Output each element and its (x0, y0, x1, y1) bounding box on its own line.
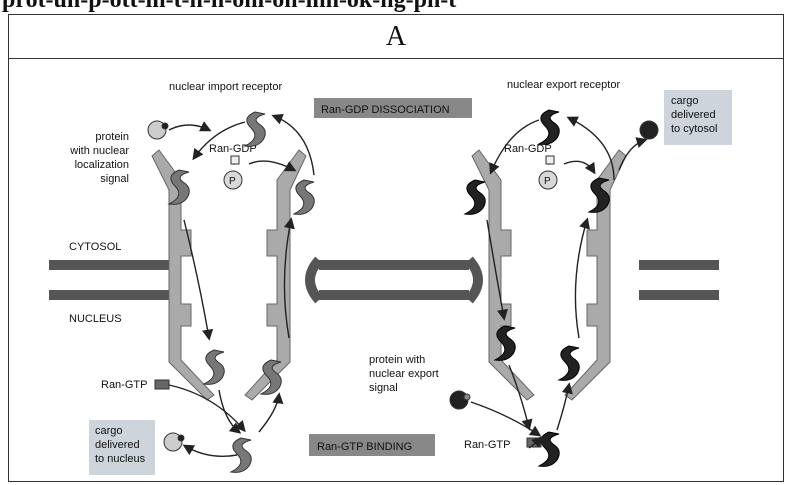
cargo-to-nucleus-line-2: delivered (95, 439, 140, 451)
export-receptor-lower (539, 432, 559, 466)
export-receptor-right-bottom (559, 346, 579, 380)
protein-nls-line-2: with nuclear (69, 145, 129, 157)
cargo-to-cytosol-box: cargo delivered to cytosol (664, 90, 732, 145)
phosphate-symbol-left: P (229, 176, 236, 187)
ran-gtp-left-icon (155, 380, 169, 389)
cytosol-label: CYTOSOL (69, 241, 121, 253)
cargo-cytosol-icon (640, 121, 658, 139)
cargo-to-cytosol-line-2: delivered (671, 109, 716, 121)
cargo-nucleus-tag (178, 435, 184, 441)
import-receptor-top (245, 112, 265, 146)
ran-gtp-left-label: Ran-GTP (101, 379, 147, 391)
protein-nls-line-4: signal (100, 173, 129, 185)
cargo-to-nucleus-box: cargo delivered to nucleus (89, 420, 155, 475)
import-receptor-right-top (294, 180, 314, 214)
header-text: prot-uh-p-ott-in-t-n-n-onl-oh-inh-ok-ng-… (2, 0, 456, 14)
nls-cargo-tag (162, 123, 168, 129)
nucleus-label: NUCLEUS (69, 313, 122, 325)
arrow-cargo-to-nucleus (185, 446, 237, 456)
protein-nes-line-1: protein with (369, 354, 425, 366)
ran-gdp-right-icon (546, 156, 554, 164)
arrow-down-left (219, 390, 239, 432)
protein-nls-label: protein with nuclear localization signal (69, 131, 129, 185)
protein-nes-line-3: signal (369, 382, 398, 394)
ran-gdp-dissociation-box: Ran-GDP DISSOCIATION (314, 98, 472, 118)
export-receptor-left-top (465, 180, 485, 214)
nuclear-envelope (49, 260, 719, 300)
column-header: A (9, 15, 783, 59)
nuclear-export-receptor-label: nuclear export receptor (507, 79, 620, 91)
arrow-cargo-to-receptor (169, 125, 209, 130)
ran-gtp-right-label: Ran-GTP (464, 439, 510, 451)
protein-nls-line-1: protein (95, 131, 129, 143)
phosphate-symbol-right: P (544, 176, 551, 187)
cargo-to-nucleus-line-1: cargo (95, 425, 123, 437)
ran-gdp-dissociation-label: Ran-GDP DISSOCIATION (321, 104, 450, 116)
cargo-proteins (148, 121, 658, 451)
protein-nls-line-3: localization (75, 159, 129, 171)
protein-nes-label: protein with nuclear export signal (369, 354, 439, 394)
clipped-header-text: prot-uh-p-ott-in-t-n-n-onl-oh-inh-ok-ng-… (0, 0, 789, 14)
cargo-to-cytosol-line-3: to cytosol (671, 123, 717, 135)
protein-nes-line-2: nuclear export (369, 368, 439, 380)
ran-gtp-binding-box: Ran-GTP BINDING (309, 434, 435, 456)
nuclear-import-receptor-label: nuclear import receptor (169, 81, 282, 93)
arrow-complex-up (557, 385, 569, 430)
arrow-nes-to-complex (471, 402, 539, 435)
ran-gdp-left-icon (231, 156, 239, 164)
export-receptor-top (539, 110, 559, 144)
nes-cargo-tag (464, 394, 470, 400)
cargo-to-cytosol-line-1: cargo (671, 95, 699, 107)
cargo-to-nucleus-line-3: to nucleus (95, 453, 146, 465)
arrow-up-right-import (259, 395, 279, 432)
arrow-export-up (575, 220, 587, 338)
ran-gtp-binding-label: Ran-GTP BINDING (317, 441, 412, 453)
figure-table: A nuclear import receptor (8, 14, 784, 482)
arrow-ran-gdp-right (564, 161, 594, 172)
import-receptor-left-bottom (204, 350, 224, 384)
nuclear-transport-diagram: nuclear import receptor Ran-GDP DISSOCIA… (9, 60, 783, 480)
transport-arrows (169, 116, 645, 456)
